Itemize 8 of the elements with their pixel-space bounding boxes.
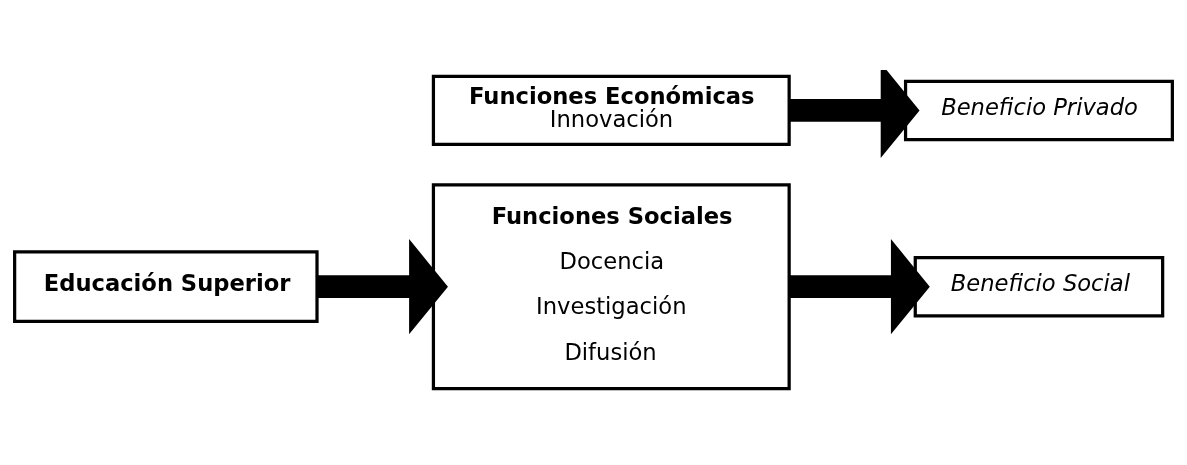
- arrow: [789, 239, 930, 335]
- node-box: Beneficio Social: [913, 255, 1165, 318]
- node-box: Funciones Económicas Innovación: [431, 74, 791, 146]
- node-box: Educación Superior: [13, 250, 319, 324]
- arrow: [317, 239, 448, 335]
- node-box: Funciones Sociales Docencia Investigación Difusión: [431, 183, 791, 391]
- node-box: Beneficio Privado: [903, 79, 1174, 142]
- arrow: [789, 70, 920, 159]
